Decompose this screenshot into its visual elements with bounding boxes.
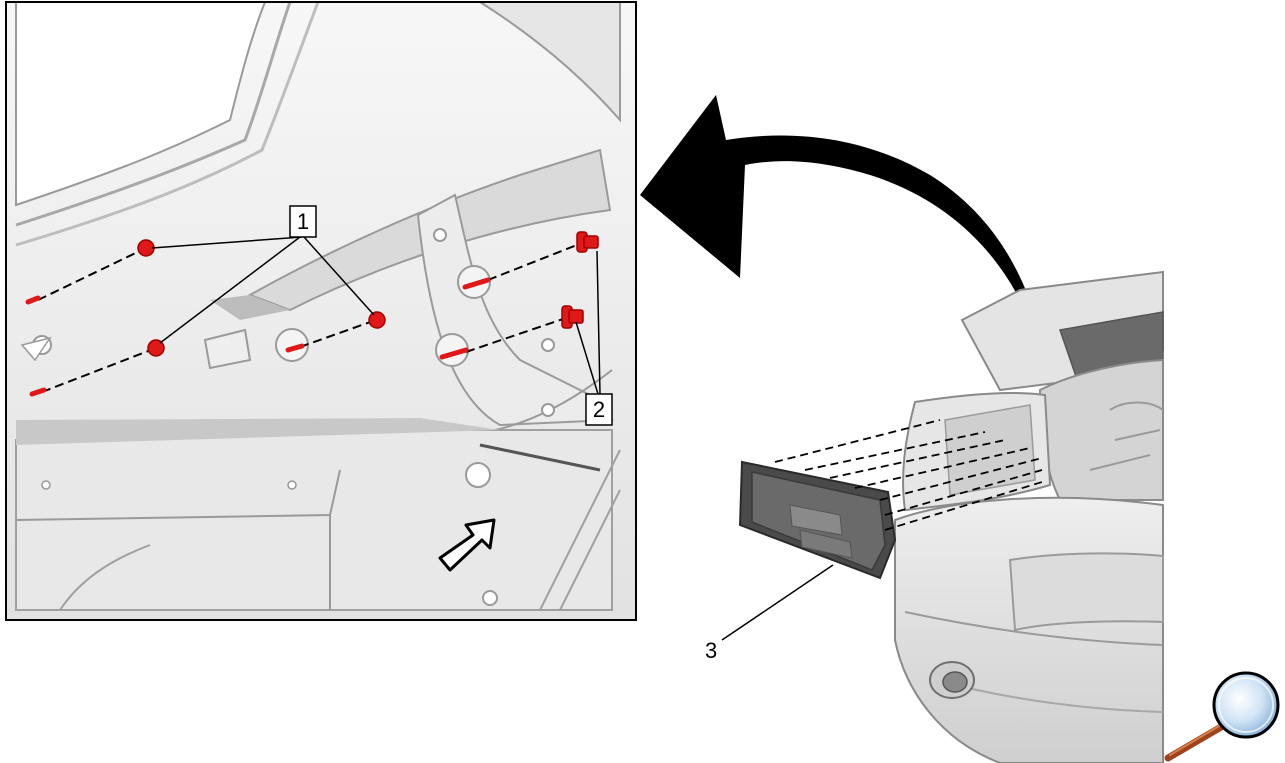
inset-fastener-stubs [25,277,491,397]
magnifier-icon[interactable] [1164,671,1280,762]
inset-clip [20,336,52,362]
tail-lamp-segment [789,504,843,536]
trunk-interior-detail [1089,401,1164,471]
inset-right-trim [476,1,621,123]
hollow-arrow-icon [438,518,496,572]
inset-floor-line [479,443,601,472]
trunk-opening [1038,358,1164,501]
push-pin-bottom [561,305,584,329]
tail-lamp-pocket-recess [944,404,1036,496]
inset-fastener-paths [37,242,583,393]
lamp-alignment-lines [774,419,1043,531]
callout-2-box [585,393,613,426]
inset-push-pins [561,231,599,329]
inset-floor-ledge [16,418,500,445]
fastener-stub [25,295,41,305]
inset-hole [41,480,51,490]
nut-center [368,311,386,329]
nut-top-left [137,239,155,257]
vehicle-rear: 3 [705,270,1164,763]
inset-upper-opening [15,1,267,207]
detail-inset: 1 2 [5,1,637,621]
tail-lamp-segment [799,529,853,559]
inset-hole [465,462,491,488]
magnifier-lens [1212,671,1280,739]
curved-arrow-icon [640,95,1052,410]
callout-2-label: 2 [593,397,605,422]
inset-hole [541,338,555,352]
inset-right-wall-edge [494,369,613,431]
license-plate-recess [1008,552,1164,632]
fastener-path-bottom-right [465,317,567,353]
callout-1-label: 1 [297,209,309,234]
callout-2-leaders [575,250,601,395]
fastener-stub [29,387,47,397]
inset-hole [287,480,297,490]
inset-beam-shadow [210,295,290,320]
bumper-crease [904,611,1164,646]
nut-bottom-left [147,339,165,357]
inset-floor-rail [15,469,341,610]
inset-floor-curve [59,544,151,611]
inset-floor-diagonal [539,449,621,611]
inset-hole [482,590,498,606]
callout-3-label: 3 [705,638,717,663]
magnifier-handle [1164,719,1232,762]
inset-opening-flange-2 [15,1,320,247]
inset-hole [433,228,447,242]
callout-1-leaders [151,236,375,344]
rear-bumper [894,496,1164,763]
inset-hole [541,403,555,417]
callout-1-box [289,205,317,238]
fastener-stub [285,343,305,353]
magnifier-rim [1218,677,1274,733]
push-pin-top [576,231,599,253]
inset-opening-flange [15,1,292,227]
inset-bracket [203,328,252,370]
inset-nuts [137,239,386,357]
callout-3-leader [721,564,834,641]
fastener-stub [462,277,491,290]
fastener-path-top-right [487,242,583,281]
inset-floor [15,429,613,611]
magnifier-handle-highlight [1169,721,1227,756]
fastener-path-bottom-left [41,347,157,393]
inset-frame [5,1,637,621]
fastener-path-top-left [37,247,147,301]
exhaust-tip-inner [942,671,968,693]
fastener-stub [439,347,469,360]
